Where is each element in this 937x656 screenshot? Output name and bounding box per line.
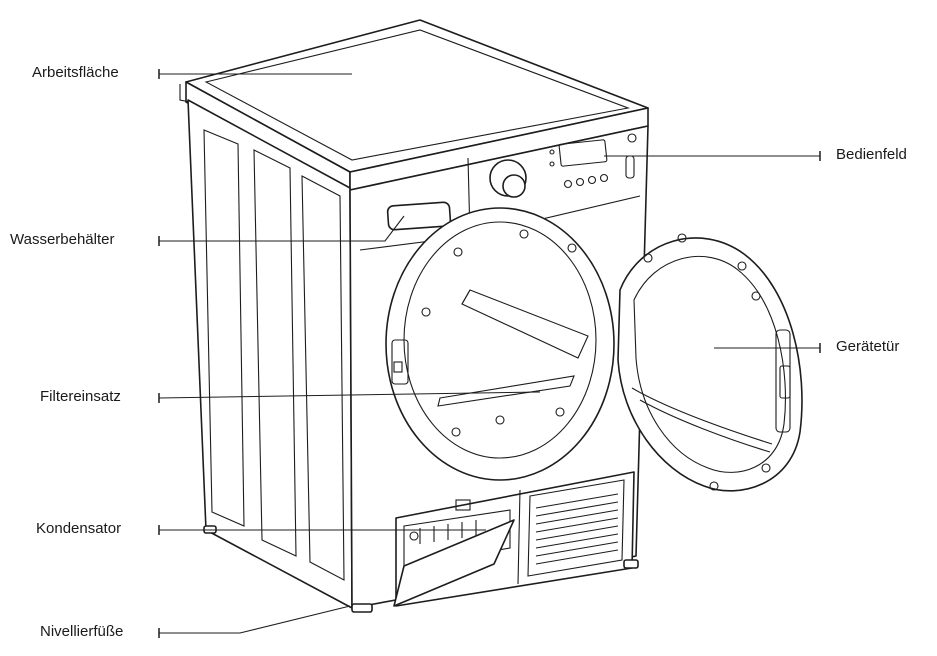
- worktop-panel: [179, 19, 649, 191]
- label-condenser: Kondensator: [36, 520, 122, 537]
- label-water-tank: Wasserbehälter: [10, 231, 115, 248]
- label-appliance-door: Gerätetür: [836, 338, 900, 355]
- callout-leaders: [158, 69, 821, 638]
- label-worktop: Arbeitsfläche: [32, 64, 119, 81]
- condenser-area: [393, 471, 635, 607]
- control-panel-illustration: [489, 133, 637, 198]
- water-tank-illustration: [386, 201, 452, 231]
- label-filter-insert: Filtereinsatz: [40, 388, 121, 405]
- label-leveling-feet: Nivellierfüße: [40, 623, 124, 640]
- label-control-panel: Bedienfeld: [836, 146, 907, 163]
- drum-opening: [385, 207, 615, 481]
- open-door-illustration: [617, 233, 803, 492]
